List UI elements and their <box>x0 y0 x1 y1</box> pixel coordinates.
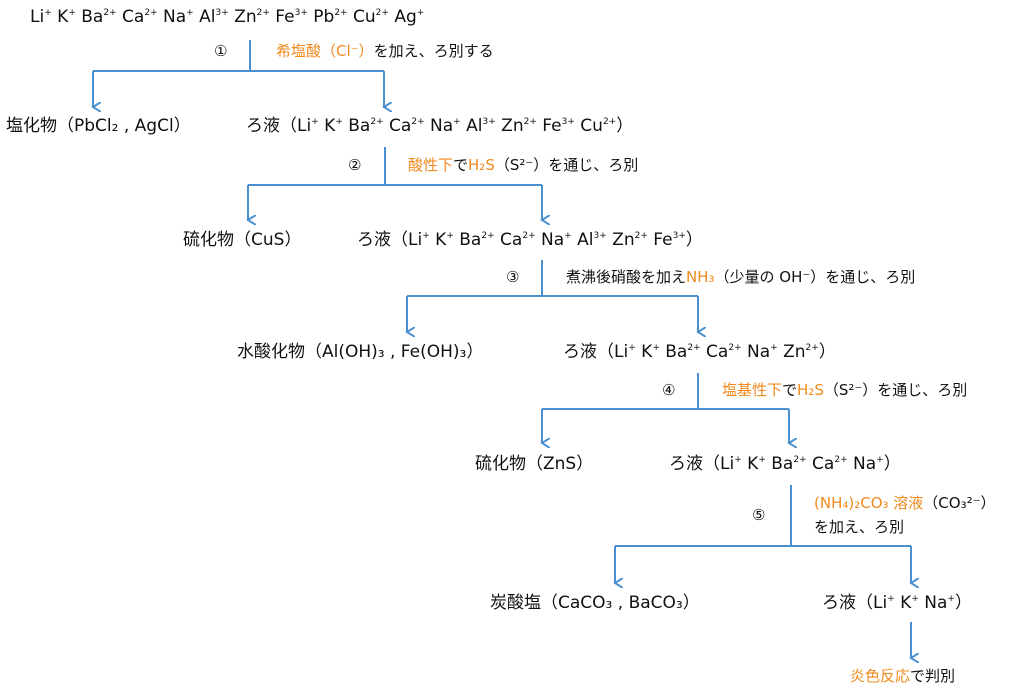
split-arrow-step2 <box>248 147 542 220</box>
filtrate-3: ろ液（Li+ K+ Ba2+ Ca2+ Na+ Zn2+） <box>563 342 836 362</box>
step-1-instruction: 希塩酸（Cl⁻）を加え、ろ別する <box>276 42 494 60</box>
step-number-4: ④ <box>662 381 676 399</box>
precipitate-zinc-sulfide: 硫化物（ZnS） <box>475 454 594 474</box>
step-number-2: ② <box>348 156 362 174</box>
precipitate-hydroxide: 水酸化物（Al(OH)₃ , Fe(OH)₃） <box>237 342 484 362</box>
step-number-5: ⑤ <box>752 506 766 524</box>
split-arrow-step3 <box>407 260 698 332</box>
filtrate-5: ろ液（Li+ K+ Na+） <box>822 593 972 613</box>
step-number-1: ① <box>214 42 228 60</box>
split-arrow-step5 <box>615 485 911 583</box>
step-2-instruction: 酸性下でH₂S（S²⁻）を通じ、ろ別 <box>408 156 639 174</box>
split-arrow-step1 <box>93 40 384 107</box>
filtrate-2: ろ液（Li+ K+ Ba2+ Ca2+ Na+ Al3+ Zn2+ Fe3+） <box>357 230 703 250</box>
step-number-3: ③ <box>506 268 520 286</box>
precipitate-carbonate: 炭酸塩（CaCO₃ , BaCO₃） <box>490 593 700 613</box>
precipitate-copper-sulfide: 硫化物（CuS） <box>183 230 302 250</box>
initial-ion-list: Li+ K+ Ba2+ Ca2+ Na+ Al3+ Zn2+ Fe3+ Pb2+… <box>30 7 425 27</box>
filtrate-4: ろ液（Li+ K+ Ba2+ Ca2+ Na+） <box>669 454 901 474</box>
filtrate-1: ろ液（Li+ K+ Ba2+ Ca2+ Na+ Al3+ Zn2+ Fe3+ C… <box>246 116 634 136</box>
flame-test-label: 炎色反応で判別 <box>850 667 956 685</box>
step-3-instruction: 煮沸後硝酸を加えNH₃（少量の OH⁻）を通じ、ろ別 <box>566 268 916 286</box>
step-5-instruction: (NH₄)₂CO₃ 溶液（CO₃²⁻） <box>814 494 996 512</box>
step-4-instruction: 塩基性下でH₂S（S²⁻）を通じ、ろ別 <box>722 381 968 399</box>
precipitate-chloride: 塩化物（PbCl₂ , AgCl） <box>6 116 191 136</box>
step-5-instruction-line2: を加え、ろ別 <box>814 518 905 536</box>
split-arrow-step4 <box>542 373 789 443</box>
